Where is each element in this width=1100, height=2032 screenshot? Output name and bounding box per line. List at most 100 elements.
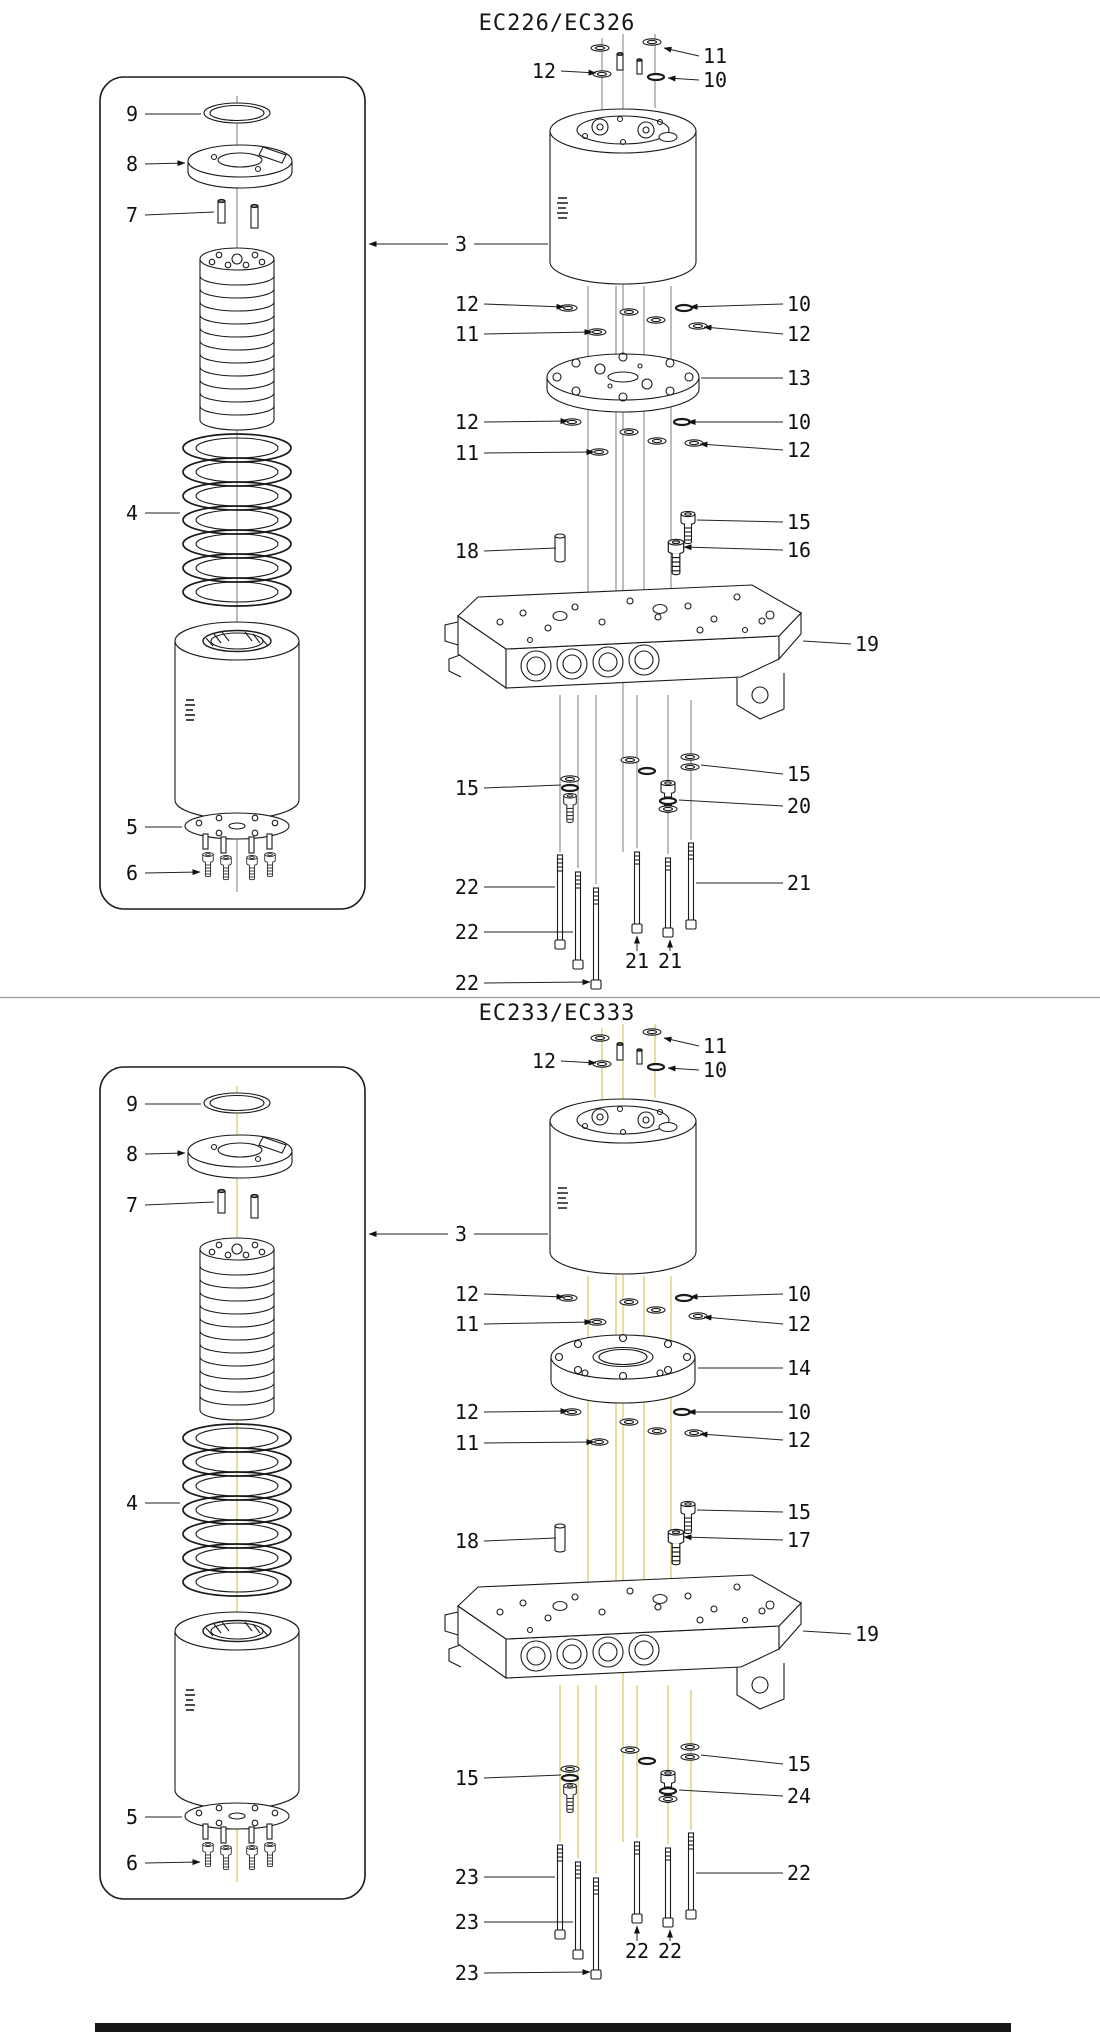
callout-label-13: 13: [787, 366, 811, 390]
callout-leader: [483, 1774, 562, 1779]
callout-label-7: 7: [126, 1193, 138, 1217]
callout-leader: [678, 1789, 784, 1797]
callout-label-21: 21: [658, 949, 682, 973]
part-spacer-plate-13: [546, 352, 700, 413]
callout-leader: [483, 303, 565, 310]
callout-label-22: 22: [455, 875, 479, 899]
callout-label-22: 22: [455, 920, 479, 944]
callout-label-23: 23: [455, 1961, 479, 1985]
callout-leader: [699, 1431, 784, 1441]
callout-label-22: 22: [658, 1939, 682, 1963]
callout-leader: [689, 1293, 784, 1300]
callout-label-11: 11: [455, 322, 479, 346]
callout-label-3: 3: [455, 1222, 467, 1246]
callout-label-9: 9: [126, 102, 138, 126]
callout-label-21: 21: [787, 871, 811, 895]
callout-label-10: 10: [787, 1400, 811, 1424]
callout-label-22: 22: [455, 971, 479, 995]
callout-label-11: 11: [455, 1312, 479, 1336]
callout-label-15: 15: [455, 1766, 479, 1790]
callout-label-18: 18: [455, 539, 479, 563]
callout-leader: [663, 46, 700, 57]
callout-label-10: 10: [703, 1058, 727, 1082]
callout-leader: [483, 784, 562, 789]
callout-label-6: 6: [126, 1851, 138, 1875]
callout-label-12: 12: [787, 1312, 811, 1336]
callout-leader: [483, 1319, 593, 1326]
callout-label-3: 3: [455, 232, 467, 256]
callout-label-12: 12: [455, 410, 479, 434]
callout-leader: [802, 1630, 852, 1635]
callout-label-4: 4: [126, 501, 138, 525]
callout-leader: [144, 869, 201, 876]
page-edge-bar: [95, 2023, 1011, 2032]
callout-leader: [483, 1293, 565, 1300]
callout-leader: [696, 519, 784, 523]
callout-leader: [144, 211, 215, 216]
callout-leader: [144, 1150, 186, 1157]
callout-leader: [483, 1537, 557, 1542]
callout-label-10: 10: [787, 410, 811, 434]
callout-leader: [483, 1408, 569, 1415]
callout-leader: [663, 1036, 700, 1047]
callout-label-9: 9: [126, 1092, 138, 1116]
callout-leader: [802, 640, 852, 645]
callout-leader: [703, 324, 784, 335]
callout-leader: [483, 418, 569, 425]
callout-label-12: 12: [532, 59, 556, 83]
callout-label-12: 12: [532, 1049, 556, 1073]
callout-label-23: 23: [455, 1910, 479, 1934]
callout-leader: [696, 1509, 784, 1513]
callout-label-24: 24: [787, 1784, 811, 1808]
callout-label-8: 8: [126, 1142, 138, 1166]
callout-label-21: 21: [625, 949, 649, 973]
callout-label-11: 11: [455, 1431, 479, 1455]
callout-leader: [144, 1859, 201, 1866]
callout-label-23: 23: [455, 1865, 479, 1889]
callout-leader: [700, 764, 784, 775]
section-title: EC226/EC326: [479, 11, 636, 36]
callout-leader: [483, 329, 593, 336]
callout-label-10: 10: [787, 1282, 811, 1306]
part-spacer-plate-14: [550, 1333, 696, 1404]
callout-label-17: 17: [787, 1528, 811, 1552]
callout-label-18: 18: [455, 1529, 479, 1553]
callout-leader: [699, 441, 784, 451]
callout-label-22: 22: [625, 1939, 649, 1963]
callout-leader: [483, 1439, 595, 1446]
callout-label-12: 12: [787, 438, 811, 462]
callout-label-11: 11: [703, 44, 727, 68]
callout-label-6: 6: [126, 861, 138, 885]
callout-leader: [689, 303, 784, 310]
callout-leader: [483, 547, 557, 552]
callout-leader: [483, 979, 591, 986]
callout-label-16: 16: [787, 538, 811, 562]
callout-label-10: 10: [787, 292, 811, 316]
callout-label-7: 7: [126, 203, 138, 227]
callout-leader: [700, 1754, 784, 1765]
callout-leader: [683, 1534, 784, 1541]
callout-leader: [667, 75, 700, 82]
section-title: EC233/EC333: [479, 1001, 636, 1026]
callout-label-11: 11: [455, 441, 479, 465]
callout-label-15: 15: [787, 1500, 811, 1524]
callout-label-12: 12: [787, 322, 811, 346]
callout-label-15: 15: [787, 510, 811, 534]
callout-leader: [683, 544, 784, 551]
callout-label-19: 19: [855, 632, 879, 656]
callout-leader: [560, 69, 597, 76]
callout-label-12: 12: [455, 1400, 479, 1424]
callout-label-8: 8: [126, 152, 138, 176]
callout-label-10: 10: [703, 68, 727, 92]
callout-label-15: 15: [787, 762, 811, 786]
callout-label-11: 11: [703, 1034, 727, 1058]
callout-label-5: 5: [126, 815, 138, 839]
callout-leader: [703, 1314, 784, 1325]
callout-leader: [667, 1065, 700, 1072]
callout-label-5: 5: [126, 1805, 138, 1829]
